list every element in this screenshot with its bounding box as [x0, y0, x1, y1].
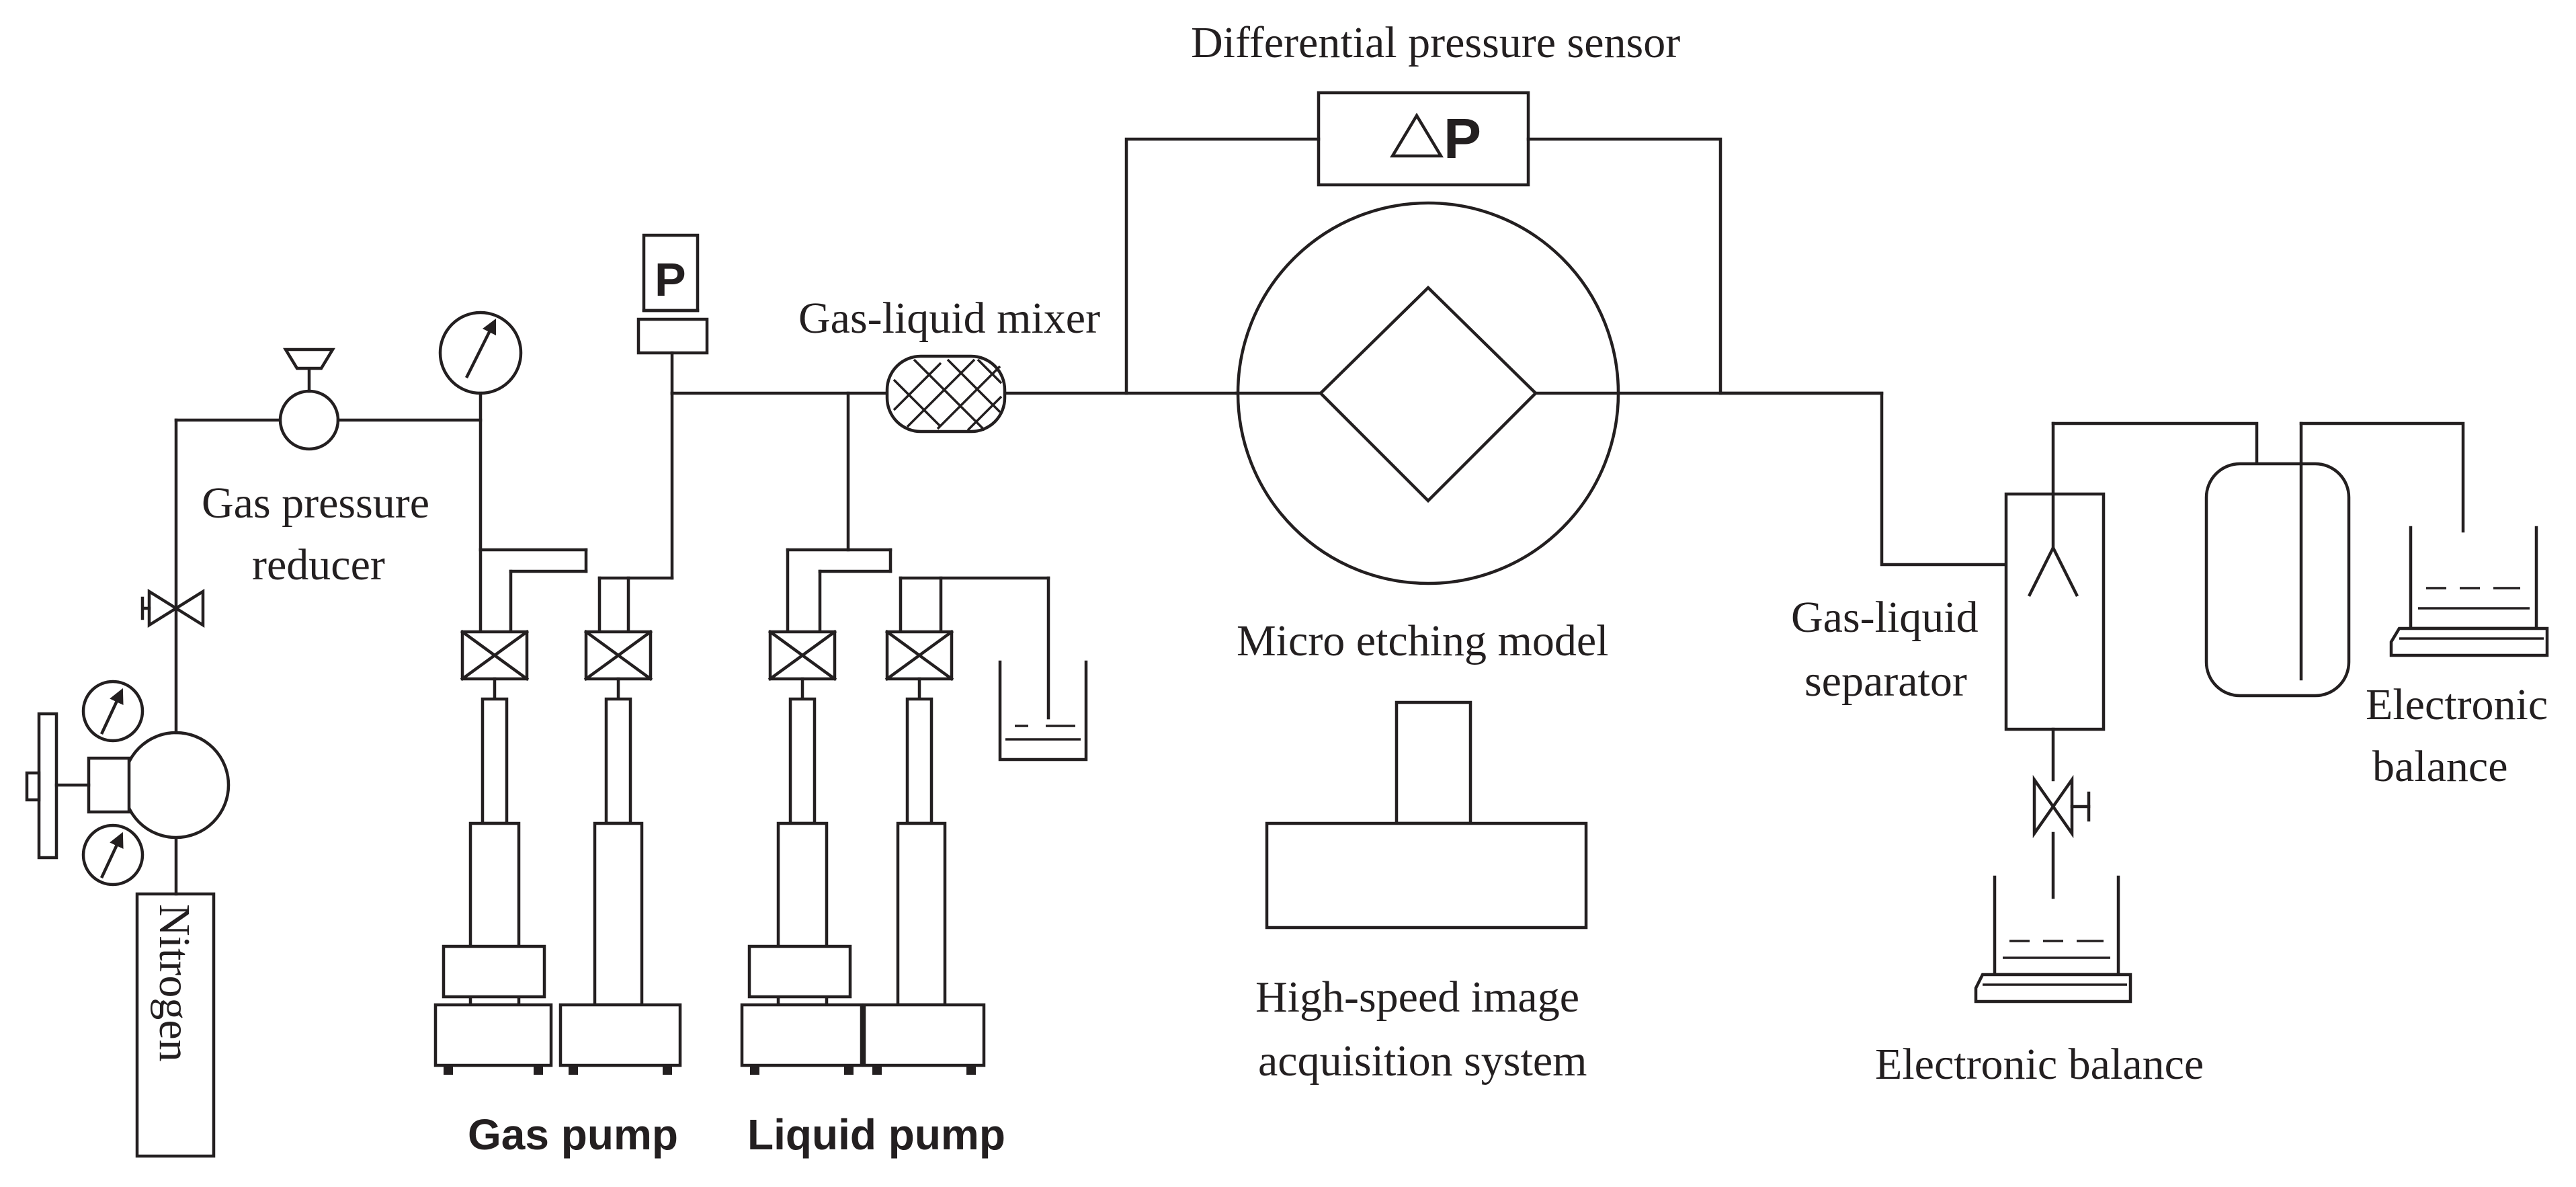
gas-liquid-separator: [2004, 421, 2106, 899]
high-speed-label-2: acquisition system: [1258, 1036, 1587, 1086]
needle-valve-icon: [140, 588, 205, 628]
waste-beaker-icon: [998, 660, 1088, 762]
electronic-balance-right-label: Electronic: [2366, 680, 2548, 729]
differential-pressure-sensor-label: Differential pressure sensor: [1191, 18, 1680, 67]
gas-pressure-reducer: [278, 347, 340, 451]
nitrogen-regulator: [25, 680, 231, 887]
gas-liquid-separator-label: Gas-liquid: [1791, 593, 1979, 642]
regulator-gauge-top-icon: [81, 680, 144, 743]
high-speed-label: High-speed image: [1255, 973, 1579, 1022]
nitrogen-label: Nitrogen: [150, 904, 199, 1062]
gas-pump-label: Gas pump: [468, 1110, 678, 1159]
gas-pump-piping: [479, 391, 674, 634]
liquid-pump-right: [862, 629, 986, 1075]
differential-pressure-sensor: P: [1124, 91, 1722, 395]
gas-pump-right: [558, 629, 682, 1075]
electronic-balance-bottom: [1974, 875, 2132, 1004]
gas-liquid-separator-label-2: separator: [1804, 657, 1967, 706]
gas-pressure-reducer-label-2: reducer: [252, 540, 385, 589]
gas-pressure-reducer-label: Gas pressure: [202, 479, 429, 528]
pressure-transducer: P: [636, 233, 709, 395]
pressure-gauge-icon: [438, 311, 523, 395]
separator-drain-valve-icon: [2032, 774, 2091, 839]
high-speed-camera-icon: [1265, 700, 1588, 930]
gas-pump-left: [433, 629, 553, 1075]
gas-liquid-mixer: [885, 354, 1007, 434]
electronic-balance-right-label-2: balance: [2372, 742, 2508, 791]
gas-liquid-mixer-label: Gas-liquid mixer: [798, 294, 1100, 343]
electronic-balance-right: [2389, 526, 2549, 657]
liquid-pump-piping: [786, 391, 1050, 720]
regulator-gauge-bottom-icon: [81, 823, 144, 887]
dp-sensor-letter: P: [1444, 107, 1481, 170]
micro-etching-model-label: Micro etching model: [1237, 616, 1609, 665]
liquid-pump-left: [740, 629, 864, 1075]
electronic-balance-bottom-label: Electronic balance: [1875, 1040, 2204, 1089]
liquid-pump-label: Liquid pump: [747, 1110, 1005, 1159]
gas-collection-bottle: [2204, 421, 2351, 698]
pressure-transducer-letter: P: [655, 253, 686, 306]
nitrogen-cylinder: Nitrogen: [135, 892, 216, 1158]
